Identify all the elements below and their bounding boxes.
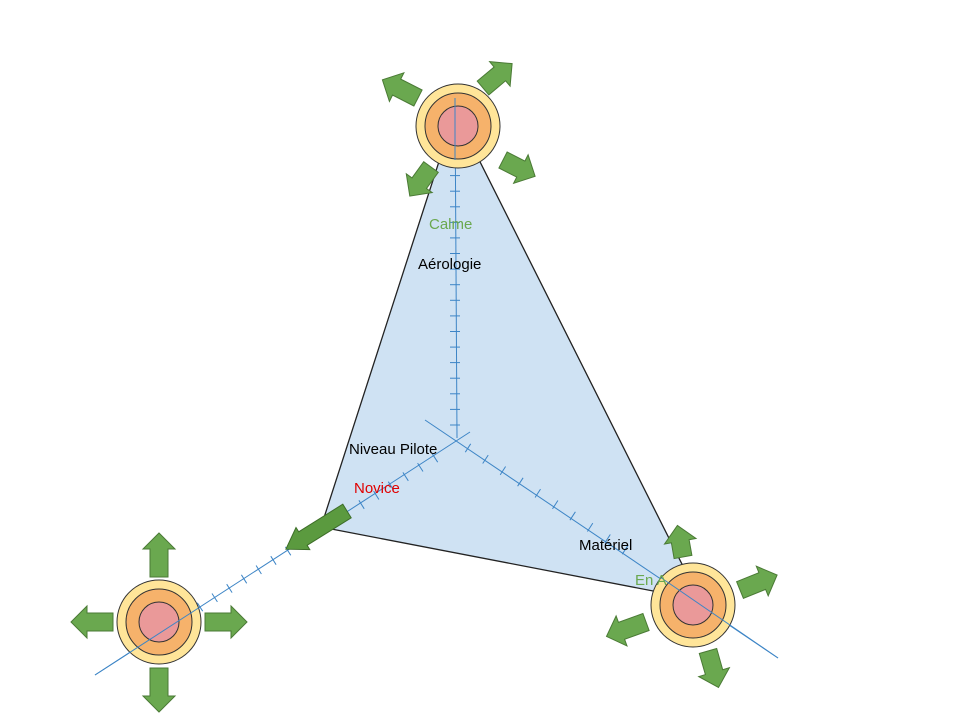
arrow-icon (663, 524, 698, 560)
tick-mark (358, 500, 365, 510)
tick-mark (373, 490, 380, 500)
tick-mark (211, 593, 218, 603)
arrow-icon (141, 667, 177, 713)
arrow-icon (70, 604, 114, 640)
axis-niveau-pilote-over (94, 606, 201, 676)
arrow-icon (697, 647, 731, 689)
tick-mark (402, 472, 409, 482)
tick-mark (240, 574, 248, 584)
arrow-icon-main (285, 503, 352, 551)
tick-mark (499, 466, 507, 476)
label-novice: Novice (354, 480, 400, 497)
tick-mark (534, 488, 541, 498)
label-materiel: Matériel (579, 537, 632, 554)
direction-arrows (70, 60, 778, 713)
tick-mark (417, 462, 424, 472)
tick-mark (255, 565, 262, 575)
tick-mark (517, 477, 524, 487)
tick-mark (482, 454, 489, 464)
tick-mark (621, 545, 629, 555)
tick-mark (569, 511, 576, 521)
tick-mark (604, 534, 611, 544)
tick-mark (431, 453, 439, 463)
arrow-icon (381, 71, 423, 107)
risk-triangle (320, 110, 702, 601)
label-en-a: En A (635, 572, 667, 589)
tick-mark (270, 555, 277, 565)
arrow-icon (476, 60, 513, 96)
tick-mark (226, 583, 233, 593)
tick-mark (387, 481, 395, 491)
target-icon-top (415, 83, 501, 169)
label-calme: Calme (429, 216, 472, 233)
label-aerologie: Aérologie (418, 256, 481, 273)
arrow-icon (735, 565, 778, 599)
axis-materiel-over (659, 576, 779, 659)
label-niveau-pilote: Niveau Pilote (349, 441, 437, 458)
arrow-icon (204, 604, 248, 640)
arrow-icon (141, 532, 177, 578)
target-icon-left (116, 579, 202, 665)
tick-mark (464, 443, 472, 453)
tick-mark (586, 522, 594, 532)
tick-mark (552, 500, 559, 510)
arrow-icon (605, 612, 650, 647)
arrow-icon (498, 151, 536, 185)
arrow-icon (405, 161, 439, 197)
